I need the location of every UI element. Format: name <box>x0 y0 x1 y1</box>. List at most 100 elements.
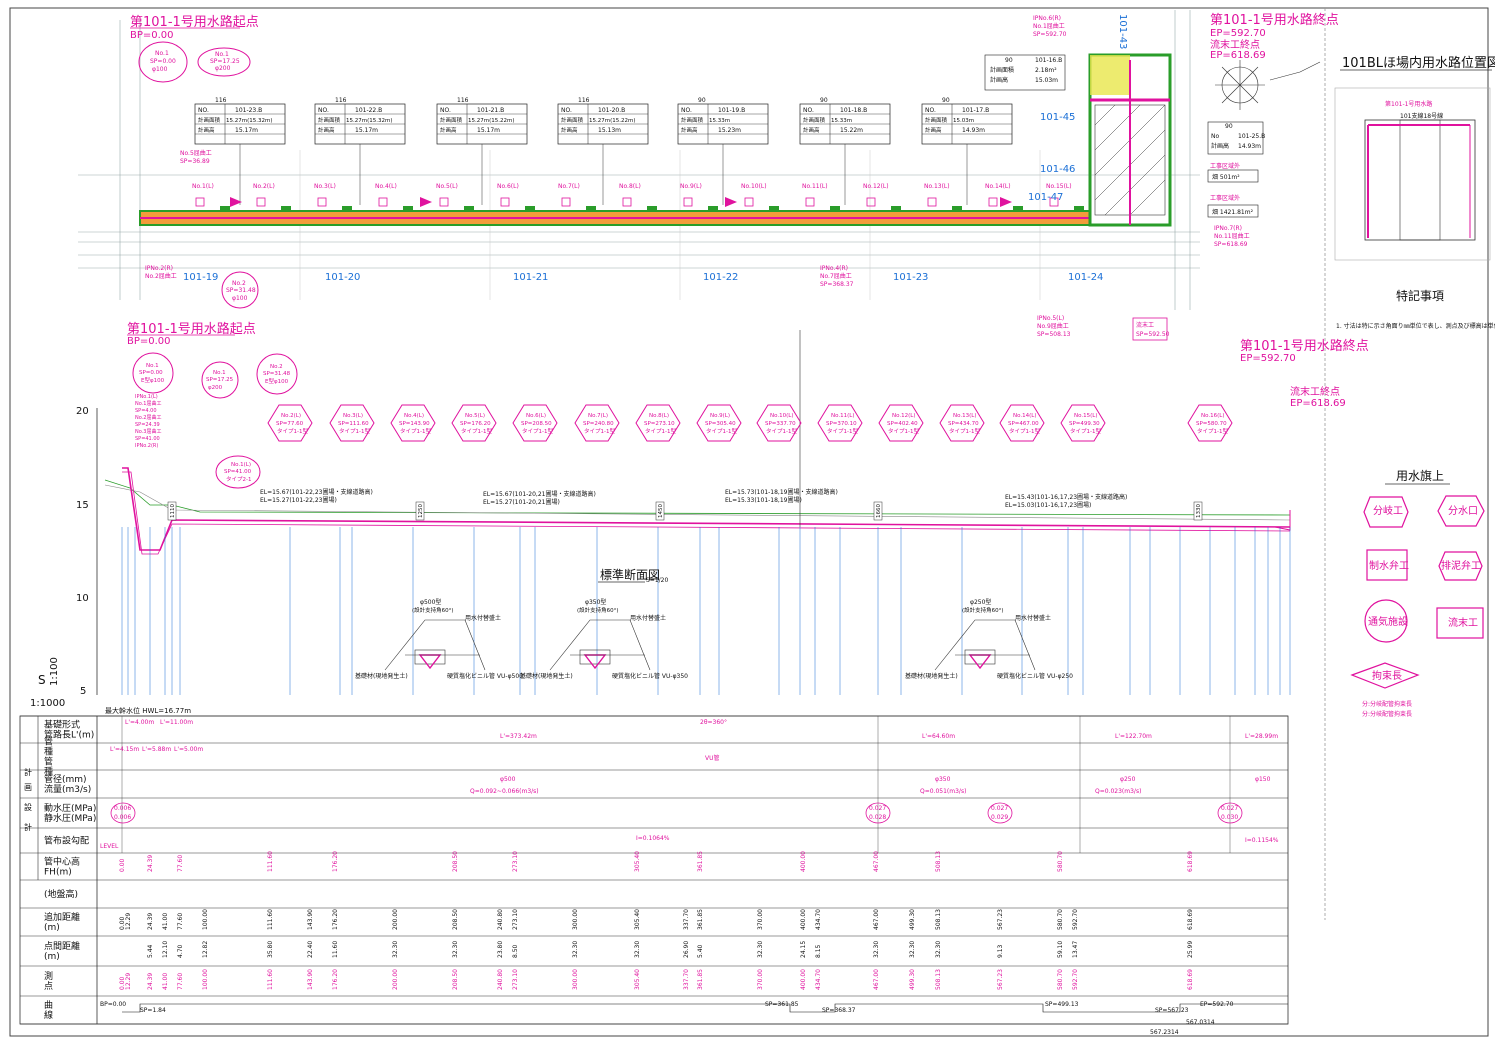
table-value: 618.69 <box>1187 909 1194 930</box>
section-base: 基礎材(現地発生土) <box>355 672 408 680</box>
table-value: L'=5.88m <box>142 746 171 753</box>
hex-no: No.13(L) <box>953 413 977 419</box>
table-rows: 基礎形式管路長L'(m)管種管種管径(mm)流量(m3/s)動水圧(MPa)静水… <box>20 715 1288 1025</box>
table-value: 176.20 <box>332 909 339 930</box>
table-value: φ250 <box>1120 776 1136 783</box>
hex-sp: SP=111.60 <box>338 421 369 427</box>
table-value: 111.60 <box>267 851 274 872</box>
cross-section: φ350型(設計支持角60°)用水付替盛土基礎材(現地発生土)硬質塩化ビニル管 … <box>520 598 688 680</box>
section-top: 用水付替盛土 <box>1015 614 1051 622</box>
field-id: 101-19.B <box>718 107 745 114</box>
svg-text:2.18m²: 2.18m² <box>1035 67 1057 74</box>
table-value: 300.00 <box>572 909 579 930</box>
field-no: 116 <box>457 97 469 104</box>
profile-end-sub-ep: EP=618.69 <box>1290 398 1346 409</box>
hex-sp: SP=273.10 <box>644 421 675 427</box>
plan-point-label: No.3(L) <box>314 183 336 190</box>
profile-table: 基礎形式管路長L'(m)管種管種管径(mm)流量(m3/s)動水圧(MPa)静水… <box>19 715 1289 1036</box>
field-no: 90 <box>698 97 706 104</box>
table-row-label: 基礎形式 <box>44 719 80 731</box>
table-value: 0.00 <box>119 916 126 930</box>
legend-kosoku: 拘束長 <box>1372 669 1402 682</box>
table-value: I=0.1064% <box>636 835 670 842</box>
table-value: 24.39 <box>147 973 154 990</box>
table-row-label: 流量(m3/s) <box>44 783 91 795</box>
table-value: L'=64.60m <box>922 733 955 740</box>
hex-type: タイプ1-1型 <box>461 427 492 435</box>
circle-sp: SP=0.00 <box>139 370 163 376</box>
depth-tag: 1110 <box>170 504 176 518</box>
hex-type: タイプ1-1型 <box>1070 427 1101 435</box>
table-value: 567.23 <box>997 909 1004 930</box>
hwl-note: 最大幹水位 HWL=16.77m <box>105 706 191 715</box>
legend-ryumatsu: 流末工 <box>1448 616 1478 629</box>
table-row-label: 管中心高 <box>44 856 80 868</box>
el-note: EL=15.03(101-16,17,23圃場) <box>1005 501 1091 509</box>
svg-text:No.1: No.1 <box>155 50 169 57</box>
table-value: 400.00 <box>800 909 807 930</box>
legend-haidei: 排泥弁工 <box>1441 559 1481 572</box>
circle-d: Ε型φ100 <box>265 377 289 385</box>
table-value: 32.30 <box>757 941 764 958</box>
field-label-area: 計画面積 <box>440 116 463 124</box>
hex-no: No.2(L) <box>281 413 301 419</box>
table-value: L'=4.00m <box>125 719 154 726</box>
hex-sp: SP=434.70 <box>948 421 979 427</box>
svg-text:No.1: No.1 <box>215 51 229 58</box>
el-note: EL=15.43(101-16,17,23圃場・支線道路高) <box>1005 493 1127 501</box>
table-value: L'=28.99m <box>1245 733 1278 740</box>
field-no: 116 <box>578 97 590 104</box>
svg-text:流末工: 流末工 <box>1136 321 1154 329</box>
table-value: 32.30 <box>634 941 641 958</box>
notes-text: 1. 寸法は特に示さ角面り㎜単位で表し、測点及び標高は単位で表している。 <box>1336 322 1495 330</box>
svg-text:101-25.B: 101-25.B <box>1238 133 1265 140</box>
table-value: 12.29 <box>125 973 132 990</box>
svg-text:IPNo.7(R): IPNo.7(R) <box>1214 225 1242 232</box>
field-id: 101-17.B <box>962 107 989 114</box>
table-row-label: 追加距離 <box>44 911 80 923</box>
table-value: 11.60 <box>332 941 339 958</box>
svg-text:SP=36.89: SP=36.89 <box>180 158 210 165</box>
plan-point: No.8(L) <box>619 183 657 212</box>
section-top: 用水付替盛土 <box>630 614 666 622</box>
profile-start-label: 第101-1号用水路起点 <box>127 321 256 337</box>
table-row-label: 管路長L'(m) <box>44 729 94 741</box>
table-value: 200.00 <box>392 909 399 930</box>
table-value: 592.70 <box>1072 969 1079 990</box>
plan-point: No.12(L) <box>863 183 901 212</box>
table-value: 2θ=360° <box>700 719 727 726</box>
plan-point: No.1(L) <box>192 183 230 212</box>
depth-tag: 1660 <box>876 504 882 518</box>
svg-text:15.03m: 15.03m <box>1035 77 1058 84</box>
hex-no: No.16(L) <box>1201 413 1225 419</box>
hex-type: タイプ1-1型 <box>949 427 980 435</box>
table-value: 337.70 <box>683 909 690 930</box>
svg-text:14.93m: 14.93m <box>1238 143 1261 150</box>
circle-markers: No.1SP=0.00Ε型φ100No.1SP=17.25φ200No.2SP=… <box>132 352 298 489</box>
svg-text:SP=508.13: SP=508.13 <box>1037 331 1071 338</box>
field-label-no: NO. <box>803 107 814 114</box>
field-label-area: 計画面積 <box>561 116 584 124</box>
table-value: 580.70 <box>1057 969 1064 990</box>
field-label-h: 計画高 <box>681 126 698 134</box>
profile-side-note: IPNo.1(L) <box>135 394 158 400</box>
table-value: VU管 <box>705 754 720 762</box>
table-value: L'=122.70m <box>1115 733 1152 740</box>
table-value: 32.30 <box>909 941 916 958</box>
table-value: 580.70 <box>1057 909 1064 930</box>
el-note: EL=15.27(101-20,21圃場) <box>483 498 560 506</box>
table-row-label: 測 <box>44 970 53 982</box>
svg-text:No.11屈曲工: No.11屈曲工 <box>1214 232 1250 240</box>
table-value: 0.027 <box>1221 805 1238 812</box>
station-lines <box>121 330 1291 695</box>
profile-side-note: No.3屈曲工 <box>135 428 161 435</box>
svg-text:No.2屈曲工: No.2屈曲工 <box>145 272 177 280</box>
plan-point: No.11(L) <box>802 183 840 212</box>
table-value: 467.00 <box>873 969 880 990</box>
field-h: 15.17m <box>355 127 378 134</box>
table-value: 467.00 <box>873 851 880 872</box>
